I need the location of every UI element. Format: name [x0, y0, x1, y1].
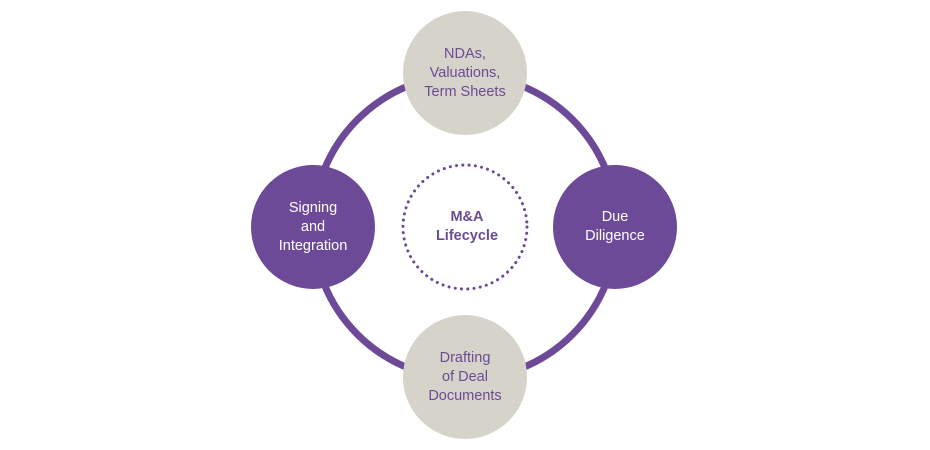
stage-label: Signing and Integration: [278, 199, 348, 254]
stage-node-drafting-of-deal-documents: Drafting of Deal Documents: [403, 315, 527, 439]
stage-label: Due Diligence: [585, 209, 645, 244]
center-label-text: M&A Lifecycle: [435, 209, 499, 244]
stage-node-signing-and-integration: Signing and Integration: [251, 165, 375, 289]
center-label: M&A Lifecycle: [405, 165, 529, 289]
stage-label: Drafting of Deal Documents: [428, 349, 502, 404]
stage-label: NDAs, Valuations, Term Sheets: [424, 45, 506, 100]
center-dotted-circle: [401, 163, 529, 291]
stage-node-due-diligence: Due Diligence: [553, 165, 677, 289]
stage-node-ndas-valuations-term-sheets: NDAs, Valuations, Term Sheets: [403, 11, 527, 135]
